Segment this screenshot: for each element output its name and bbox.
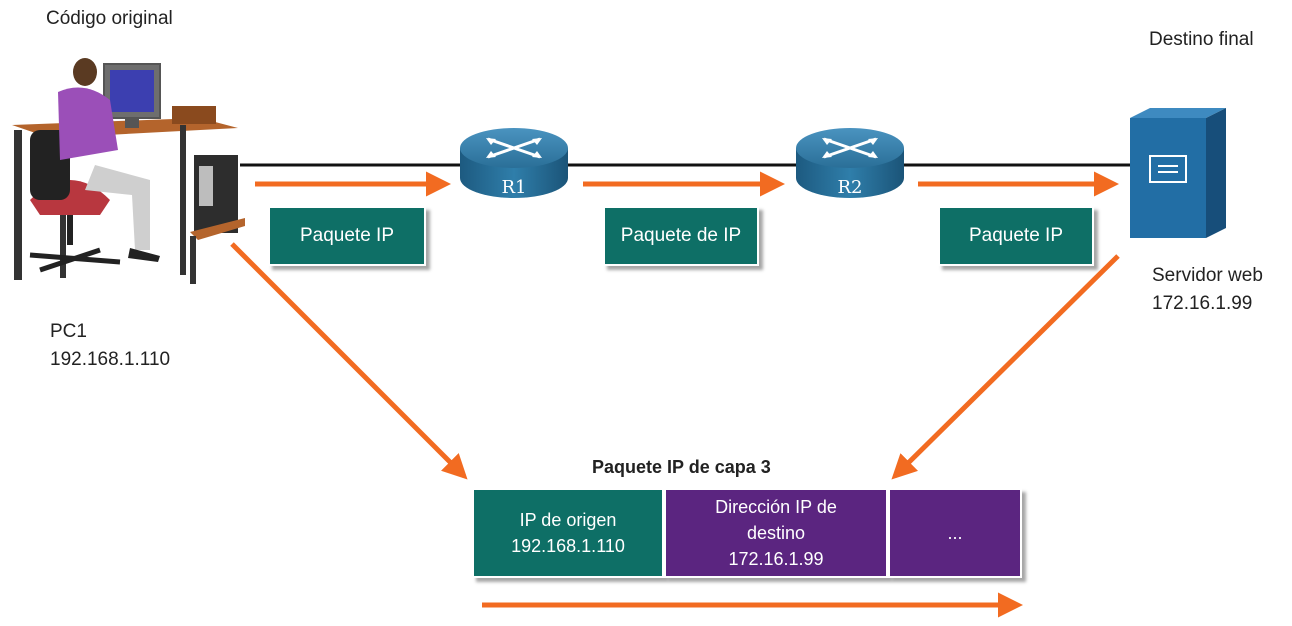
destination-caption: Destino final (1149, 29, 1254, 50)
layer3-packet-title: Paquete IP de capa 3 (592, 457, 771, 477)
router-r1-label: R1 (501, 177, 526, 198)
router-r2-icon: R2 (796, 128, 904, 198)
source-ip-field: IP de origen 192.168.1.110 (472, 488, 664, 578)
more-fields: ... (888, 488, 1022, 578)
server-ip: 172.16.1.99 (1152, 293, 1253, 314)
arrow-server-to-dest-field (891, 254, 1120, 480)
dest-ip-field-label-1: Dirección IP de (715, 497, 837, 517)
dest-ip-field: Dirección IP de destino 172.16.1.99 (664, 488, 888, 578)
source-ip-field-value: 192.168.1.110 (511, 536, 625, 556)
ip-packet-1: Paquete IP (268, 206, 426, 266)
dest-ip-field-label-2: destino (746, 523, 806, 543)
router-r1-icon: R1 (460, 128, 568, 198)
router-r2-label: R2 (837, 177, 862, 198)
arrow-pc-to-source-field (230, 242, 468, 480)
ip-packet-2: Paquete de IP (603, 206, 759, 266)
pc1-name: PC1 (50, 321, 87, 342)
pc-workstation-icon (12, 58, 245, 284)
dest-ip-field-value: 172.16.1.99 (728, 549, 824, 569)
ip-packet-3: Paquete IP (938, 206, 1094, 266)
more-fields-label: ... (947, 523, 963, 543)
source-caption: Código original (46, 8, 173, 29)
server-name: Servidor web (1152, 265, 1263, 286)
pc1-ip: 192.168.1.110 (50, 349, 171, 370)
source-ip-field-label: IP de origen (519, 510, 617, 530)
web-server-icon (1130, 108, 1226, 238)
